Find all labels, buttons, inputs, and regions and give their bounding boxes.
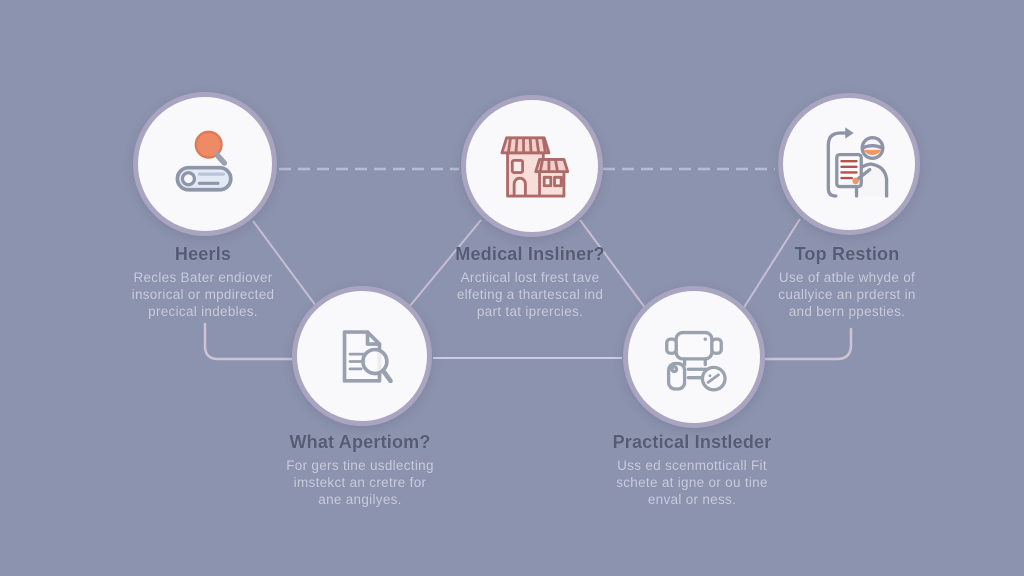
node-text-medical-insliner: Medical Insliner? Arctiical lost frest t…	[405, 244, 655, 320]
diagonal-connector	[408, 219, 482, 308]
equipment-tag-icon	[665, 330, 727, 392]
person-checklist-icon	[826, 127, 889, 198]
node-description-line: and bern ppesties.	[788, 304, 906, 319]
node-circle-what-apertiom	[292, 286, 432, 426]
node-title: Medical Insliner?	[455, 244, 605, 264]
node-description-line: part tat iprercies.	[476, 304, 584, 319]
node-description-line: Recles Bater endiover	[133, 270, 273, 285]
node-circle-medical-insliner	[461, 95, 603, 237]
diagonal-connector	[579, 219, 647, 310]
node-description-line: cuallyice an prderst in	[778, 287, 916, 302]
node-title: Practical Instleder	[612, 432, 772, 452]
node-description-line: imstekct an cretre for	[293, 475, 427, 490]
diagonal-connector	[742, 218, 801, 310]
node-description-line: Arctiical lost frest tave	[460, 270, 600, 285]
node-description-line: schete at igne or ou tine	[616, 475, 768, 490]
corner-connector	[203, 322, 293, 361]
node-description-line: For gers tine usdlecting	[286, 458, 434, 473]
node-description-line: precical indebles.	[148, 304, 258, 319]
node-description-line: ane angilyes.	[318, 492, 402, 507]
corner-connector	[764, 327, 853, 361]
node-title: Heerls	[174, 244, 232, 264]
magnifier-scroll-icon	[175, 130, 233, 192]
node-title: Top Restion	[794, 244, 900, 264]
node-description-line: enval or ness.	[647, 492, 737, 507]
node-description-line: elfeting a thartescal ind	[456, 287, 604, 302]
node-circle-practical-instleder	[623, 286, 765, 428]
node-circle-heerls	[133, 92, 277, 236]
node-circle-top-restion	[778, 93, 920, 235]
diagonal-connector	[252, 220, 317, 307]
node-title: What Apertiom?	[289, 432, 431, 452]
node-text-top-restion: Top Restion Use of atble whyde of cually…	[722, 244, 972, 320]
node-text-heerls: Heerls Recles Bater endiover insorical o…	[78, 244, 328, 320]
node-description-line: Use of atble whyde of	[778, 270, 916, 285]
node-description-line: Uss ed scenmotticall Fit	[617, 458, 767, 473]
house-icon	[500, 136, 570, 198]
node-text-practical-instleder: Practical Instleder Uss ed scenmotticall…	[567, 432, 817, 508]
node-text-what-apertiom: What Apertiom? For gers tine usdlecting …	[235, 432, 485, 508]
node-description-line: insorical or mpdirected	[131, 287, 275, 302]
document-magnifier-icon	[342, 330, 393, 384]
